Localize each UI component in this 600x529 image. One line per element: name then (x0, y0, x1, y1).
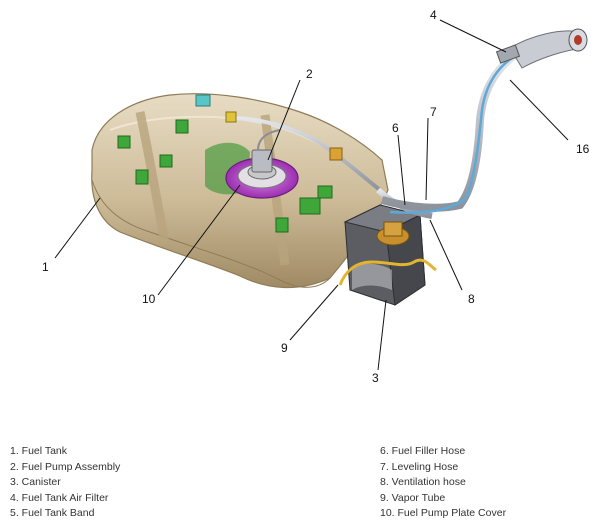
legend-item: 10. Fuel Pump Plate Cover (380, 507, 507, 519)
legend-item: 4. Fuel Tank Air Filter (10, 491, 109, 504)
legend-item: 9. Vapor Tube (380, 491, 446, 504)
legend-item: 8. Ventilation hose (380, 476, 466, 488)
legend-item: 5. Fuel Tank Band (10, 507, 95, 519)
callout-16: 16 (576, 142, 590, 156)
callout-8: 8 (468, 292, 475, 306)
callout-4: 4 (430, 8, 437, 22)
tank-clips (117, 94, 333, 233)
legend-item: 3. Canister (10, 476, 61, 488)
callout-2: 2 (306, 67, 313, 81)
leader-lines (54, 19, 569, 371)
fuel-filler-hose (380, 28, 588, 212)
legend-column-left: 1. Fuel Tank 2. Fuel Pump Assembly 3. Ca… (10, 444, 120, 522)
legend-item: 2. Fuel Pump Assembly (10, 460, 121, 473)
callout-6: 6 (392, 121, 399, 135)
canister (343, 204, 426, 306)
leveling-hose (389, 56, 513, 214)
legend-item: 6. Fuel Filler Hose (380, 445, 466, 457)
legend-item: 1. Fuel Tank (10, 445, 68, 457)
callout-3: 3 (372, 371, 379, 385)
callout-1: 1 (42, 260, 49, 274)
callout-9: 9 (281, 341, 288, 355)
fuel-tank-air-filter (495, 44, 521, 64)
legend-item: 7. Leveling Hose (380, 460, 459, 473)
parts-legend: 1. Fuel Tank 2. Fuel Pump Assembly 3. Ca… (10, 444, 590, 524)
legend-column-right: 6. Fuel Filler Hose 7. Leveling Hose 8. … (380, 444, 506, 522)
fuel-system-illustration: 1 2 3 4 6 7 8 9 10 16 (42, 8, 590, 385)
fuel-pump-assembly (247, 129, 281, 180)
vapor-tube (338, 258, 437, 286)
callout-10: 10 (142, 292, 156, 306)
callout-7: 7 (430, 105, 437, 119)
